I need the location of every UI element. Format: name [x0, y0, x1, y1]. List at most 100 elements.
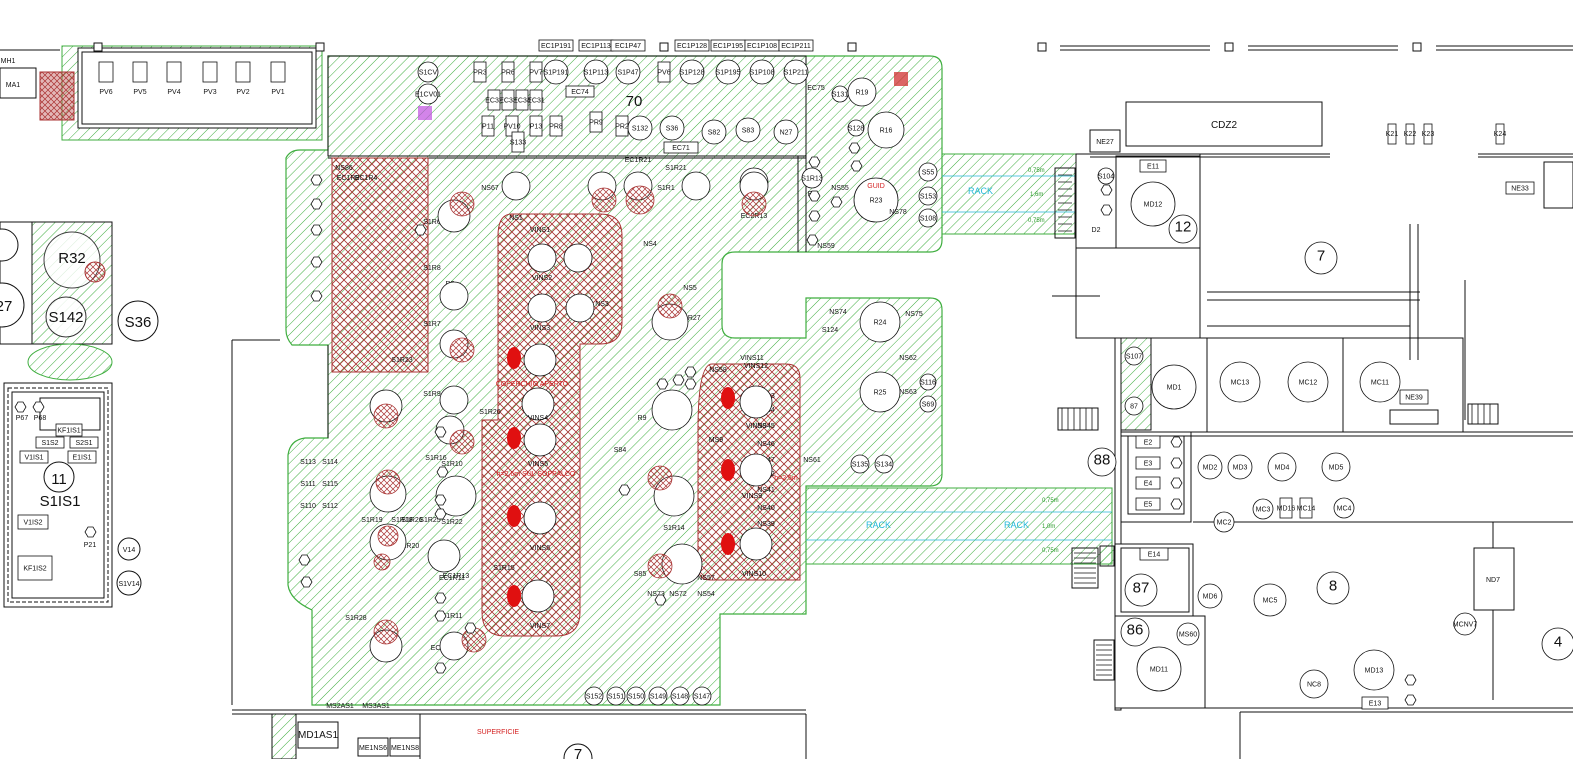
valve-symbol: [310, 174, 323, 186]
valve-symbol: [84, 526, 97, 538]
equipment-label: KF1IS1: [57, 428, 80, 435]
equipment-label: EC1R11: [439, 575, 465, 582]
equipment-symbol: [1453, 612, 1477, 636]
equipment-symbol: [1151, 364, 1197, 410]
equipment-label: NS59: [817, 243, 835, 250]
equipment-symbol: [739, 527, 773, 561]
equipment-box: [1135, 476, 1161, 490]
equipment-label: MC11: [1371, 380, 1389, 387]
equipment-symbol: [527, 293, 557, 323]
equipment-symbol: [670, 686, 690, 706]
equipment-label: K21: [1386, 131, 1399, 138]
equipment-symbol: [606, 686, 626, 706]
equipment-label: PR6: [501, 70, 515, 77]
equipment-symbol: [749, 59, 775, 85]
rack-dimension: 0,75m: [1028, 168, 1045, 174]
equipment-label: 8: [1329, 578, 1337, 595]
equipment-label: S82: [708, 130, 721, 137]
equipment-box: [1279, 497, 1293, 519]
equipment-box: [481, 115, 495, 137]
equipment-label: S1R25: [419, 517, 441, 524]
equipment-label: S36: [125, 314, 152, 331]
equipment-label: NS67: [481, 185, 499, 192]
pv-label: PV4: [167, 89, 180, 96]
equipment-label: MC2: [1217, 520, 1232, 527]
equipment-label: S149: [650, 694, 666, 701]
equipment-label: NS57: [697, 575, 715, 582]
hazard-zone: [625, 185, 655, 215]
equipment-label: V14: [123, 547, 136, 554]
equipment-box: [1139, 159, 1167, 173]
equipment-label: MD4: [1275, 465, 1290, 472]
hazard-zone: [373, 403, 399, 429]
hazard-zone: [375, 469, 401, 495]
equipment-box: [529, 115, 543, 137]
equipment-symbol: [1168, 214, 1198, 244]
valve-symbol: [808, 190, 821, 202]
equipment-label: P21: [84, 542, 97, 549]
equipment-symbol: [439, 385, 469, 415]
equipment-symbol: [615, 59, 641, 85]
equipment-symbol: [501, 171, 531, 201]
equipment-label: NE27: [1096, 139, 1114, 146]
note-text: COPERCHIO APERTO: [496, 381, 569, 388]
equipment-label: S131: [832, 92, 848, 99]
k-unit: [1423, 123, 1433, 145]
equipment-label: S1P211: [784, 70, 808, 77]
equipment-label: PR2: [615, 124, 629, 131]
equipment-label: S1R1: [657, 185, 675, 192]
equipment-label: MC4: [1337, 506, 1352, 513]
equipment-label: S152: [586, 694, 602, 701]
equipment-symbol: [1130, 181, 1176, 227]
valve-symbol: [1404, 694, 1417, 706]
equipment-label: S112: [322, 503, 338, 510]
hazard-zone: [449, 191, 475, 217]
equipment-label: S108: [920, 216, 936, 223]
room-number: 11: [51, 471, 67, 488]
equipment-symbol: [1124, 573, 1158, 607]
equipment-label: VINS6: [530, 545, 550, 552]
equipment-label: VINS4: [528, 415, 548, 422]
equipment-label: ME1NS6: [359, 745, 387, 752]
valve-symbol: [654, 594, 667, 606]
equipment-label: EC32: [485, 98, 503, 105]
equipment-label: R24: [874, 320, 887, 327]
equipment-label: NS40: [757, 505, 775, 512]
equipment-label: NS5: [683, 285, 697, 292]
equipment-box: [1299, 497, 1313, 519]
equipment-label: S55: [922, 170, 935, 177]
equipment-label: EC1R4: [355, 175, 378, 182]
equipment-box: [1361, 696, 1389, 710]
equipment-label: EC1P47: [615, 43, 641, 50]
equipment-symbol: [918, 162, 938, 182]
equipment-label: MC14: [1297, 506, 1316, 513]
equipment-box: [538, 39, 574, 52]
equipment-label: S1R11: [442, 613, 463, 620]
equipment-label: 87: [1133, 580, 1150, 597]
equipment-symbol: [739, 385, 773, 419]
note-text: SUPERFICIE: [477, 729, 519, 736]
equipment-symbol: [918, 208, 938, 228]
equipment-label: S1P108: [750, 70, 775, 77]
valve-symbol: [1100, 204, 1113, 216]
equipment-symbol: [565, 293, 595, 323]
equipment-label: S132: [632, 126, 648, 133]
equipment-label: EC31: [527, 98, 545, 105]
equipment-label: S150: [628, 694, 644, 701]
equipment-box: [67, 450, 97, 464]
equipment-label: MS9: [709, 437, 724, 444]
valve-symbol: [1404, 674, 1417, 686]
valve-symbol: [1170, 498, 1183, 510]
equipment-label: E13: [1369, 701, 1382, 708]
equipment-label: MCNV7: [1453, 622, 1478, 629]
equipment-label: S1R10: [441, 461, 463, 468]
equipment-symbol: [659, 115, 685, 141]
equipment-label: NS41: [757, 487, 775, 494]
equipment-label: 87: [1130, 404, 1138, 411]
valve-symbol: [1170, 457, 1183, 469]
hazard-zone: [647, 553, 673, 579]
equipment-label: K23: [1422, 131, 1435, 138]
equipment-symbol: [521, 579, 555, 613]
equipment-label: P11: [482, 124, 494, 131]
